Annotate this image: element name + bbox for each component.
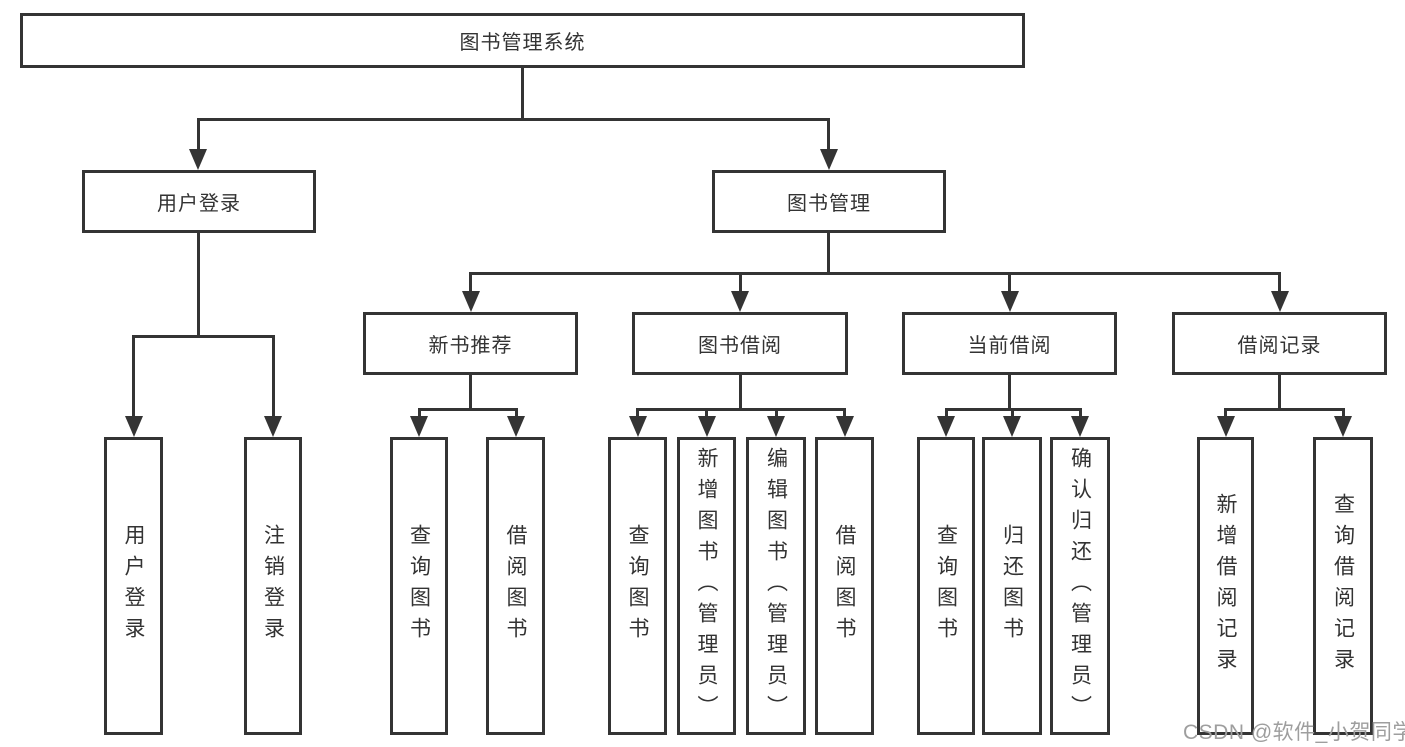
node-bb-edit-books-admin-label: 编辑图书（管理员）	[764, 446, 788, 726]
connector-vline	[1224, 408, 1227, 420]
arrow-down-icon	[1071, 416, 1089, 437]
connector-vline	[1278, 272, 1281, 294]
node-user-login: 用户登录	[82, 170, 316, 233]
connector-vline	[1342, 408, 1345, 420]
arrow-down-icon	[836, 416, 854, 437]
connector-vline	[272, 335, 275, 419]
node-logout: 注销登录	[244, 437, 302, 735]
connector-vline	[469, 375, 472, 411]
arrow-down-icon	[1001, 291, 1019, 312]
arrow-down-icon	[264, 416, 282, 437]
connector-vline	[775, 408, 778, 420]
node-new-book-recommend-label: 新书推荐	[428, 335, 513, 357]
node-bb-add-books-admin-label: 新增图书（管理员）	[695, 446, 718, 726]
connector-vline	[827, 232, 830, 275]
node-current-borrowing-label: 当前借阅	[967, 335, 1052, 357]
connector-vline	[132, 335, 135, 419]
node-user-login-leaf-label: 用户登录	[122, 524, 145, 648]
connector-vline	[705, 408, 708, 420]
connector-vline	[469, 272, 472, 294]
node-br-add-record: 新增借阅记录	[1197, 437, 1254, 735]
connector-vline	[418, 408, 421, 420]
node-book-management-label: 图书管理	[787, 193, 871, 215]
connector-vline	[1011, 408, 1014, 420]
arrow-down-icon	[820, 149, 838, 170]
node-current-borrowing: 当前借阅	[902, 312, 1117, 375]
node-logout-label: 注销登录	[261, 524, 285, 648]
arrow-down-icon	[1334, 416, 1352, 437]
connector-vline	[636, 408, 639, 420]
connector-hline	[636, 408, 846, 411]
csdn-watermark: CSDN @软件_小贺同学	[1183, 721, 1405, 744]
arrow-down-icon	[507, 416, 525, 437]
connector-vline	[515, 408, 518, 420]
node-root-label: 图书管理系统	[459, 32, 586, 54]
connector-vline	[1008, 272, 1011, 294]
connector-vline	[1079, 408, 1082, 420]
connector-hline	[469, 272, 1281, 275]
node-bb-edit-books-admin: 编辑图书（管理员）	[746, 437, 806, 735]
node-bb-borrow-books-label: 借阅图书	[833, 524, 856, 648]
node-root: 图书管理系统	[20, 13, 1025, 68]
arrow-down-icon	[410, 416, 428, 437]
arrow-down-icon	[125, 416, 143, 437]
node-bb-query-books: 查询图书	[608, 437, 667, 735]
connector-hline	[132, 335, 275, 338]
arrow-down-icon	[189, 149, 207, 170]
node-borrowing-records-label: 借阅记录	[1237, 335, 1322, 357]
connector-hline	[418, 408, 518, 411]
connector-vline	[945, 408, 948, 420]
node-cb-return-books: 归还图书	[982, 437, 1042, 735]
node-cb-confirm-return-admin-label: 确认归还（管理员）	[1068, 446, 1092, 726]
node-br-query-record: 查询借阅记录	[1313, 437, 1373, 735]
arrow-down-icon	[1271, 291, 1289, 312]
connector-vline	[197, 118, 200, 152]
node-bb-borrow-books: 借阅图书	[815, 437, 874, 735]
node-bb-add-books-admin: 新增图书（管理员）	[677, 437, 736, 735]
connector-vline	[843, 408, 846, 420]
node-cb-query-books: 查询图书	[917, 437, 975, 735]
arrow-down-icon	[731, 291, 749, 312]
connector-vline	[827, 118, 830, 152]
node-nbr-borrow-books: 借阅图书	[486, 437, 545, 735]
node-new-book-recommend: 新书推荐	[363, 312, 578, 375]
arrow-down-icon	[937, 416, 955, 437]
connector-vline	[521, 68, 524, 118]
node-bb-query-books-label: 查询图书	[626, 524, 649, 648]
connector-vline	[1008, 375, 1011, 411]
node-book-management: 图书管理	[712, 170, 946, 233]
node-br-query-record-label: 查询借阅记录	[1331, 493, 1355, 679]
arrow-down-icon	[462, 291, 480, 312]
connector-vline	[739, 272, 742, 294]
connector-vline	[1278, 375, 1281, 411]
node-nbr-query-books-label: 查询图书	[407, 524, 431, 648]
node-cb-confirm-return-admin: 确认归还（管理员）	[1050, 437, 1110, 735]
node-cb-query-books-label: 查询图书	[934, 524, 958, 648]
arrow-down-icon	[1217, 416, 1235, 437]
connector-hline	[1224, 408, 1345, 411]
node-book-borrowing: 图书借阅	[632, 312, 848, 375]
node-nbr-query-books: 查询图书	[390, 437, 448, 735]
node-user-login-leaf: 用户登录	[104, 437, 163, 735]
node-user-login-label: 用户登录	[157, 193, 241, 215]
arrow-down-icon	[629, 416, 647, 437]
node-borrowing-records: 借阅记录	[1172, 312, 1387, 375]
connector-hline	[197, 118, 830, 121]
connector-vline	[197, 232, 200, 338]
node-book-borrowing-label: 图书借阅	[698, 335, 782, 357]
arrow-down-icon	[1003, 416, 1021, 437]
node-cb-return-books-label: 归还图书	[1000, 524, 1024, 648]
node-nbr-borrow-books-label: 借阅图书	[504, 524, 527, 648]
arrow-down-icon	[698, 416, 716, 437]
arrow-down-icon	[767, 416, 785, 437]
connector-vline	[739, 375, 742, 411]
node-br-add-record-label: 新增借阅记录	[1214, 493, 1237, 679]
